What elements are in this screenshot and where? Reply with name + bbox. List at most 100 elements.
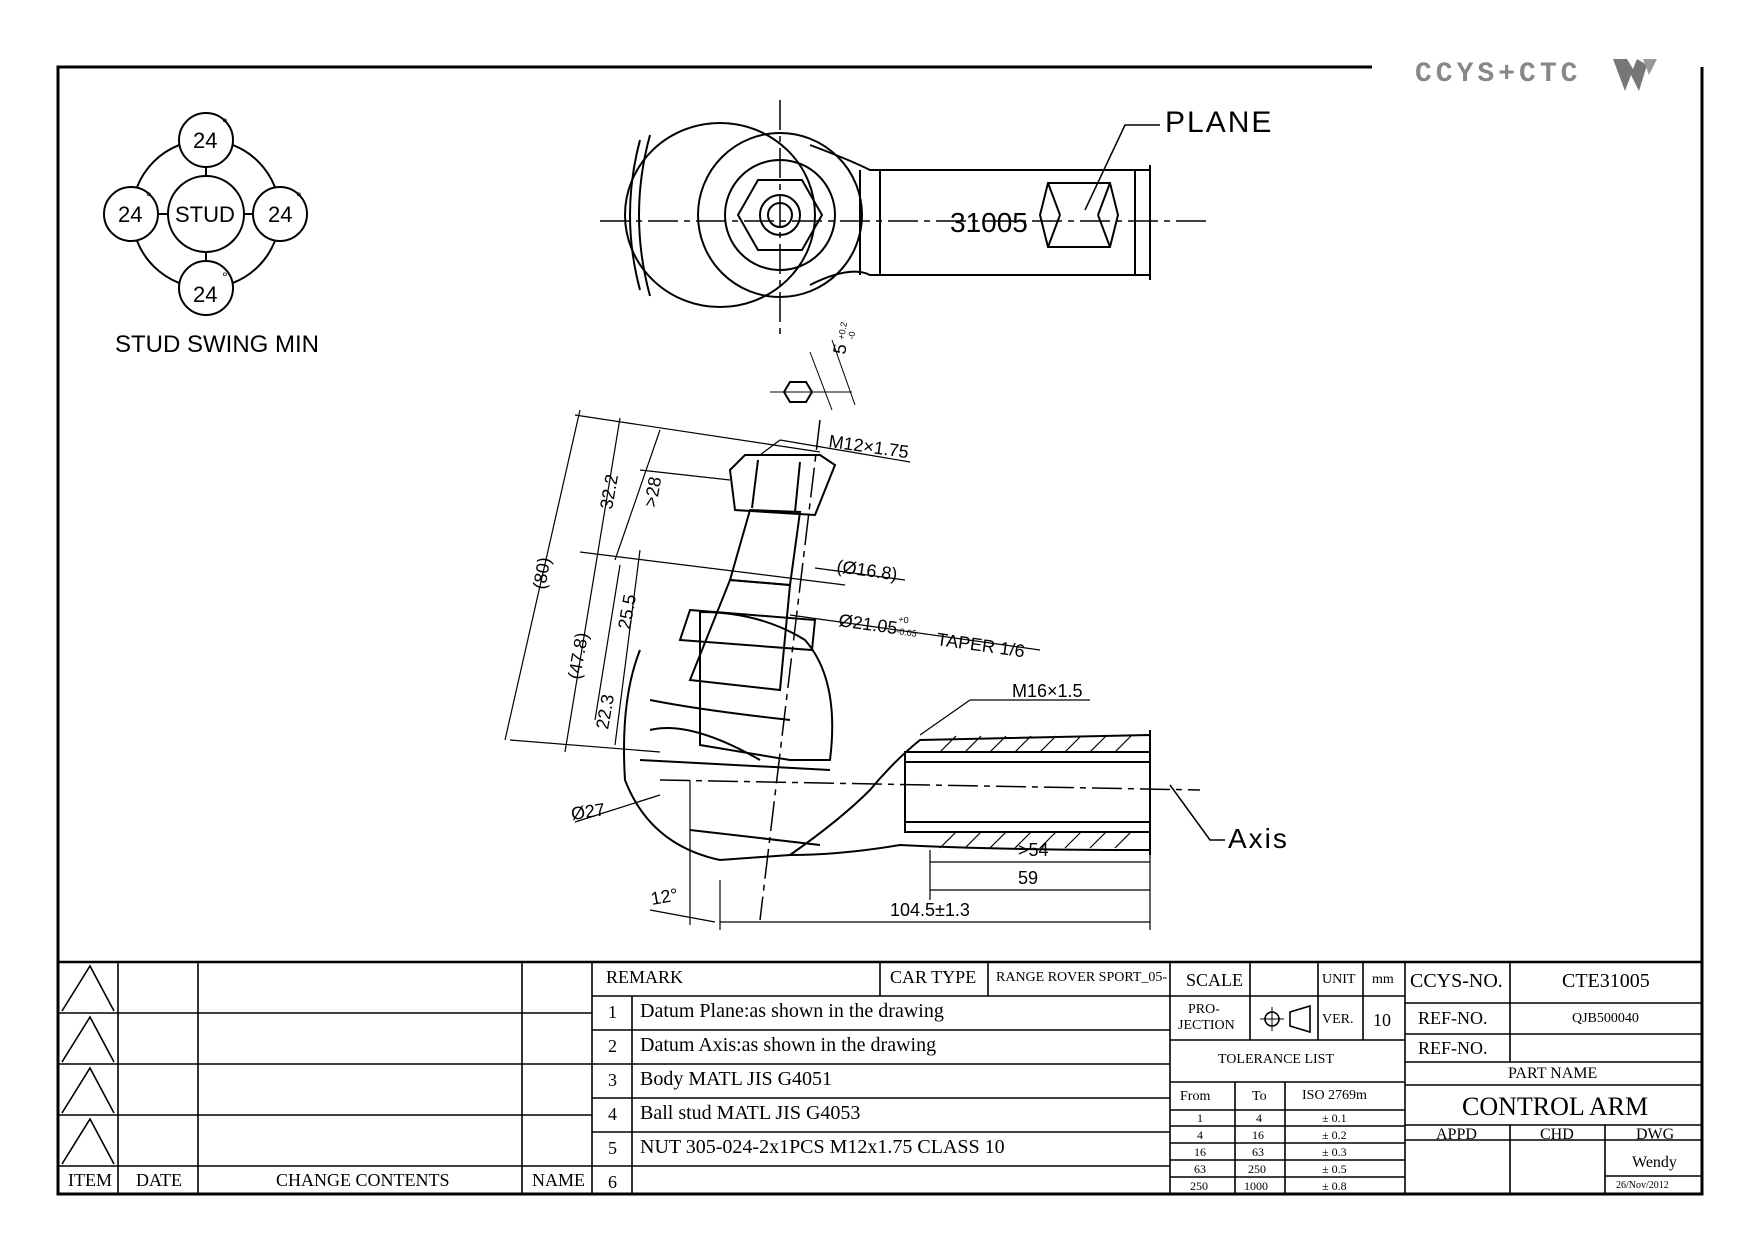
thread-big-label: M16×1.5 <box>1012 681 1083 701</box>
dim-223-label: 22.3 <box>592 693 618 731</box>
drawer-name: Wendy <box>1632 1154 1677 1171</box>
tolerance-title: TOLERANCE LIST <box>1218 1052 1335 1067</box>
plane-label: PLANE <box>1165 106 1273 139</box>
dia-16-label: (Ø16.8) <box>835 556 898 584</box>
tol-val-3: ± 0.3 <box>1322 1145 1347 1159</box>
swing-bottom-value: 24 <box>193 282 217 307</box>
ver-value: 10 <box>1373 1010 1391 1030</box>
tol-from-3: 16 <box>1194 1145 1206 1159</box>
dim-255-label: 25.5 <box>614 593 640 631</box>
swing-bottom-degree: ° <box>222 269 228 285</box>
car-type-value: RANGE ROVER SPORT_05- <box>996 970 1168 985</box>
remark-text-4: Ball stud MATL JIS G4053 <box>640 1102 861 1124</box>
remark-no-1: 1 <box>608 1002 617 1022</box>
unit-value: mm <box>1372 972 1394 987</box>
axis-label: Axis <box>1228 823 1289 854</box>
tol-val-4: ± 0.5 <box>1322 1162 1347 1176</box>
logo-text: CCYS+CTC <box>1415 59 1582 90</box>
hex-tol-dn: -0 <box>846 331 857 341</box>
tol-header-iso: ISO 2769m <box>1302 1088 1367 1103</box>
company-logo: CCYS+CTC <box>1415 55 1657 95</box>
dim-59-label: 59 <box>1018 868 1038 888</box>
angle-12-label: 12° <box>649 885 679 909</box>
projection-label-2: JECTION <box>1178 1018 1235 1033</box>
scale-label: SCALE <box>1186 970 1244 990</box>
dia-27-label: Ø27 <box>570 799 606 824</box>
tol-to-1: 4 <box>1256 1111 1262 1125</box>
hex-label: 5 <box>829 342 850 355</box>
dim-478-label: (47.8) <box>564 631 592 681</box>
remark-text-1: Datum Plane:as shown in the drawing <box>640 1000 944 1022</box>
ccys-label: CCYS-NO. <box>1410 970 1503 992</box>
tol-val-5: ± 0.8 <box>1322 1179 1347 1193</box>
ver-label: VER. <box>1322 1012 1354 1027</box>
swing-center-label: STUD <box>175 202 235 227</box>
tol-header-from: From <box>1180 1089 1211 1104</box>
tol-from-4: 63 <box>1194 1162 1206 1176</box>
swing-top-degree: ° <box>222 115 228 131</box>
tol-val-1: ± 0.1 <box>1322 1111 1347 1125</box>
dim-1045-label: 104.5±1.3 <box>890 900 970 920</box>
appd-label: APPD <box>1436 1126 1477 1143</box>
remark-text-2: Datum Axis:as shown in the drawing <box>640 1034 937 1056</box>
change-header-name: NAME <box>532 1170 585 1190</box>
hex-tol-up: +0.2 <box>836 321 849 340</box>
unit-label: UNIT <box>1322 972 1356 987</box>
remark-no-5: 5 <box>608 1138 617 1158</box>
remark-no-4: 4 <box>608 1104 617 1124</box>
drawing-date: 26/Nov/2012 <box>1616 1180 1669 1191</box>
dim-54-label: >54 <box>1018 840 1049 860</box>
stud-swing-diagram <box>103 112 308 316</box>
top-view <box>600 100 1210 340</box>
remark-text-3: Body MATL JIS G4051 <box>640 1068 833 1090</box>
tol-to-4: 250 <box>1248 1162 1266 1176</box>
frame-border <box>56 65 1704 1196</box>
taper-tol-dn: -0.05 <box>896 626 918 639</box>
taper-text: TAPER 1/6 <box>935 629 1026 661</box>
swing-left-value: 24 <box>118 202 142 227</box>
change-header-contents: CHANGE CONTENTS <box>276 1170 450 1190</box>
remark-no-2: 2 <box>608 1036 617 1056</box>
tol-to-3: 63 <box>1252 1145 1264 1159</box>
tol-from-2: 4 <box>1197 1128 1203 1142</box>
part-name-label: PART NAME <box>1508 1065 1598 1082</box>
dim-80-label: (80) <box>529 556 554 591</box>
dim-28-label: >28 <box>640 475 665 509</box>
remark-header: REMARK <box>606 967 684 987</box>
swing-left-degree: ° <box>146 189 152 205</box>
remark-no-6: 6 <box>608 1172 617 1192</box>
dwg-label: DWG <box>1636 1126 1675 1143</box>
ref2-label: REF-NO. <box>1418 1038 1488 1058</box>
car-type-label: CAR TYPE <box>890 967 977 987</box>
thread-small-label: M12×1.75 <box>827 431 910 462</box>
ccys-value: CTE31005 <box>1562 970 1650 992</box>
swing-right-degree: ° <box>296 189 302 205</box>
tol-header-to: To <box>1252 1089 1267 1104</box>
chd-label: CHD <box>1540 1126 1574 1143</box>
remark-no-3: 3 <box>608 1070 617 1090</box>
swing-top-value: 24 <box>193 128 217 153</box>
change-header-date: DATE <box>136 1170 182 1190</box>
projection-label-1: PRO- <box>1188 1002 1220 1017</box>
swing-caption: STUD SWING MIN <box>115 331 319 358</box>
dimension-lines <box>504 409 1151 930</box>
tol-from-5: 250 <box>1190 1179 1208 1193</box>
title-block-lines <box>58 960 1702 1194</box>
taper-label: Ø21.05 <box>837 610 898 638</box>
part-name-value: CONTROL ARM <box>1462 1092 1649 1121</box>
logo-mark-icon <box>1613 59 1657 91</box>
remark-text-5: NUT 305-024-2x1PCS M12x1.75 CLASS 10 <box>640 1136 1005 1158</box>
change-header-item: ITEM <box>68 1170 112 1190</box>
tol-val-2: ± 0.2 <box>1322 1128 1347 1142</box>
swing-right-value: 24 <box>268 202 292 227</box>
dim-322-label: 32.2 <box>596 473 622 511</box>
side-view <box>623 339 1225 921</box>
part-code-label: 31005 <box>950 207 1028 238</box>
ref1-label: REF-NO. <box>1418 1008 1488 1028</box>
tol-from-1: 1 <box>1197 1111 1203 1125</box>
taper-tol-up: +0 <box>898 614 910 625</box>
tol-to-5: 1000 <box>1244 1179 1268 1193</box>
tol-to-2: 16 <box>1252 1128 1264 1142</box>
ref1-value: QJB500040 <box>1572 1011 1639 1026</box>
